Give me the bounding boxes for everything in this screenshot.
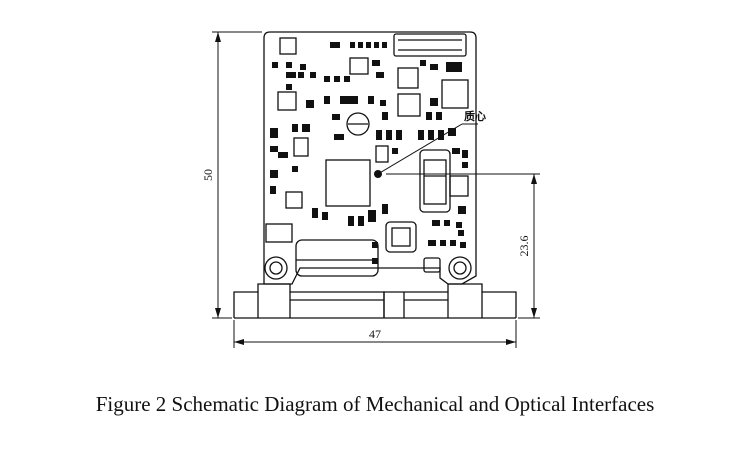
chip-bga bbox=[385, 221, 417, 253]
pcb-board bbox=[263, 31, 477, 285]
dimension-arrows bbox=[215, 32, 537, 345]
height-dimension: 50 bbox=[201, 169, 215, 181]
round-component bbox=[346, 112, 370, 136]
connector bbox=[393, 33, 467, 57]
centroid-label: 质心 bbox=[464, 109, 486, 123]
figure-caption: Figure 2 Schematic Diagram of Mechanical… bbox=[95, 392, 655, 416]
centroid-leader bbox=[377, 123, 478, 175]
right-screw bbox=[448, 256, 472, 280]
left-screw bbox=[264, 256, 288, 280]
chip-main bbox=[325, 159, 371, 207]
optical-window bbox=[419, 149, 451, 213]
base-plate bbox=[233, 283, 517, 319]
width-dimension: 47 bbox=[369, 327, 381, 341]
centroid-height-dimension: 23.6 bbox=[517, 236, 531, 257]
smd-components bbox=[270, 42, 468, 264]
dimension-lines bbox=[212, 31, 540, 348]
